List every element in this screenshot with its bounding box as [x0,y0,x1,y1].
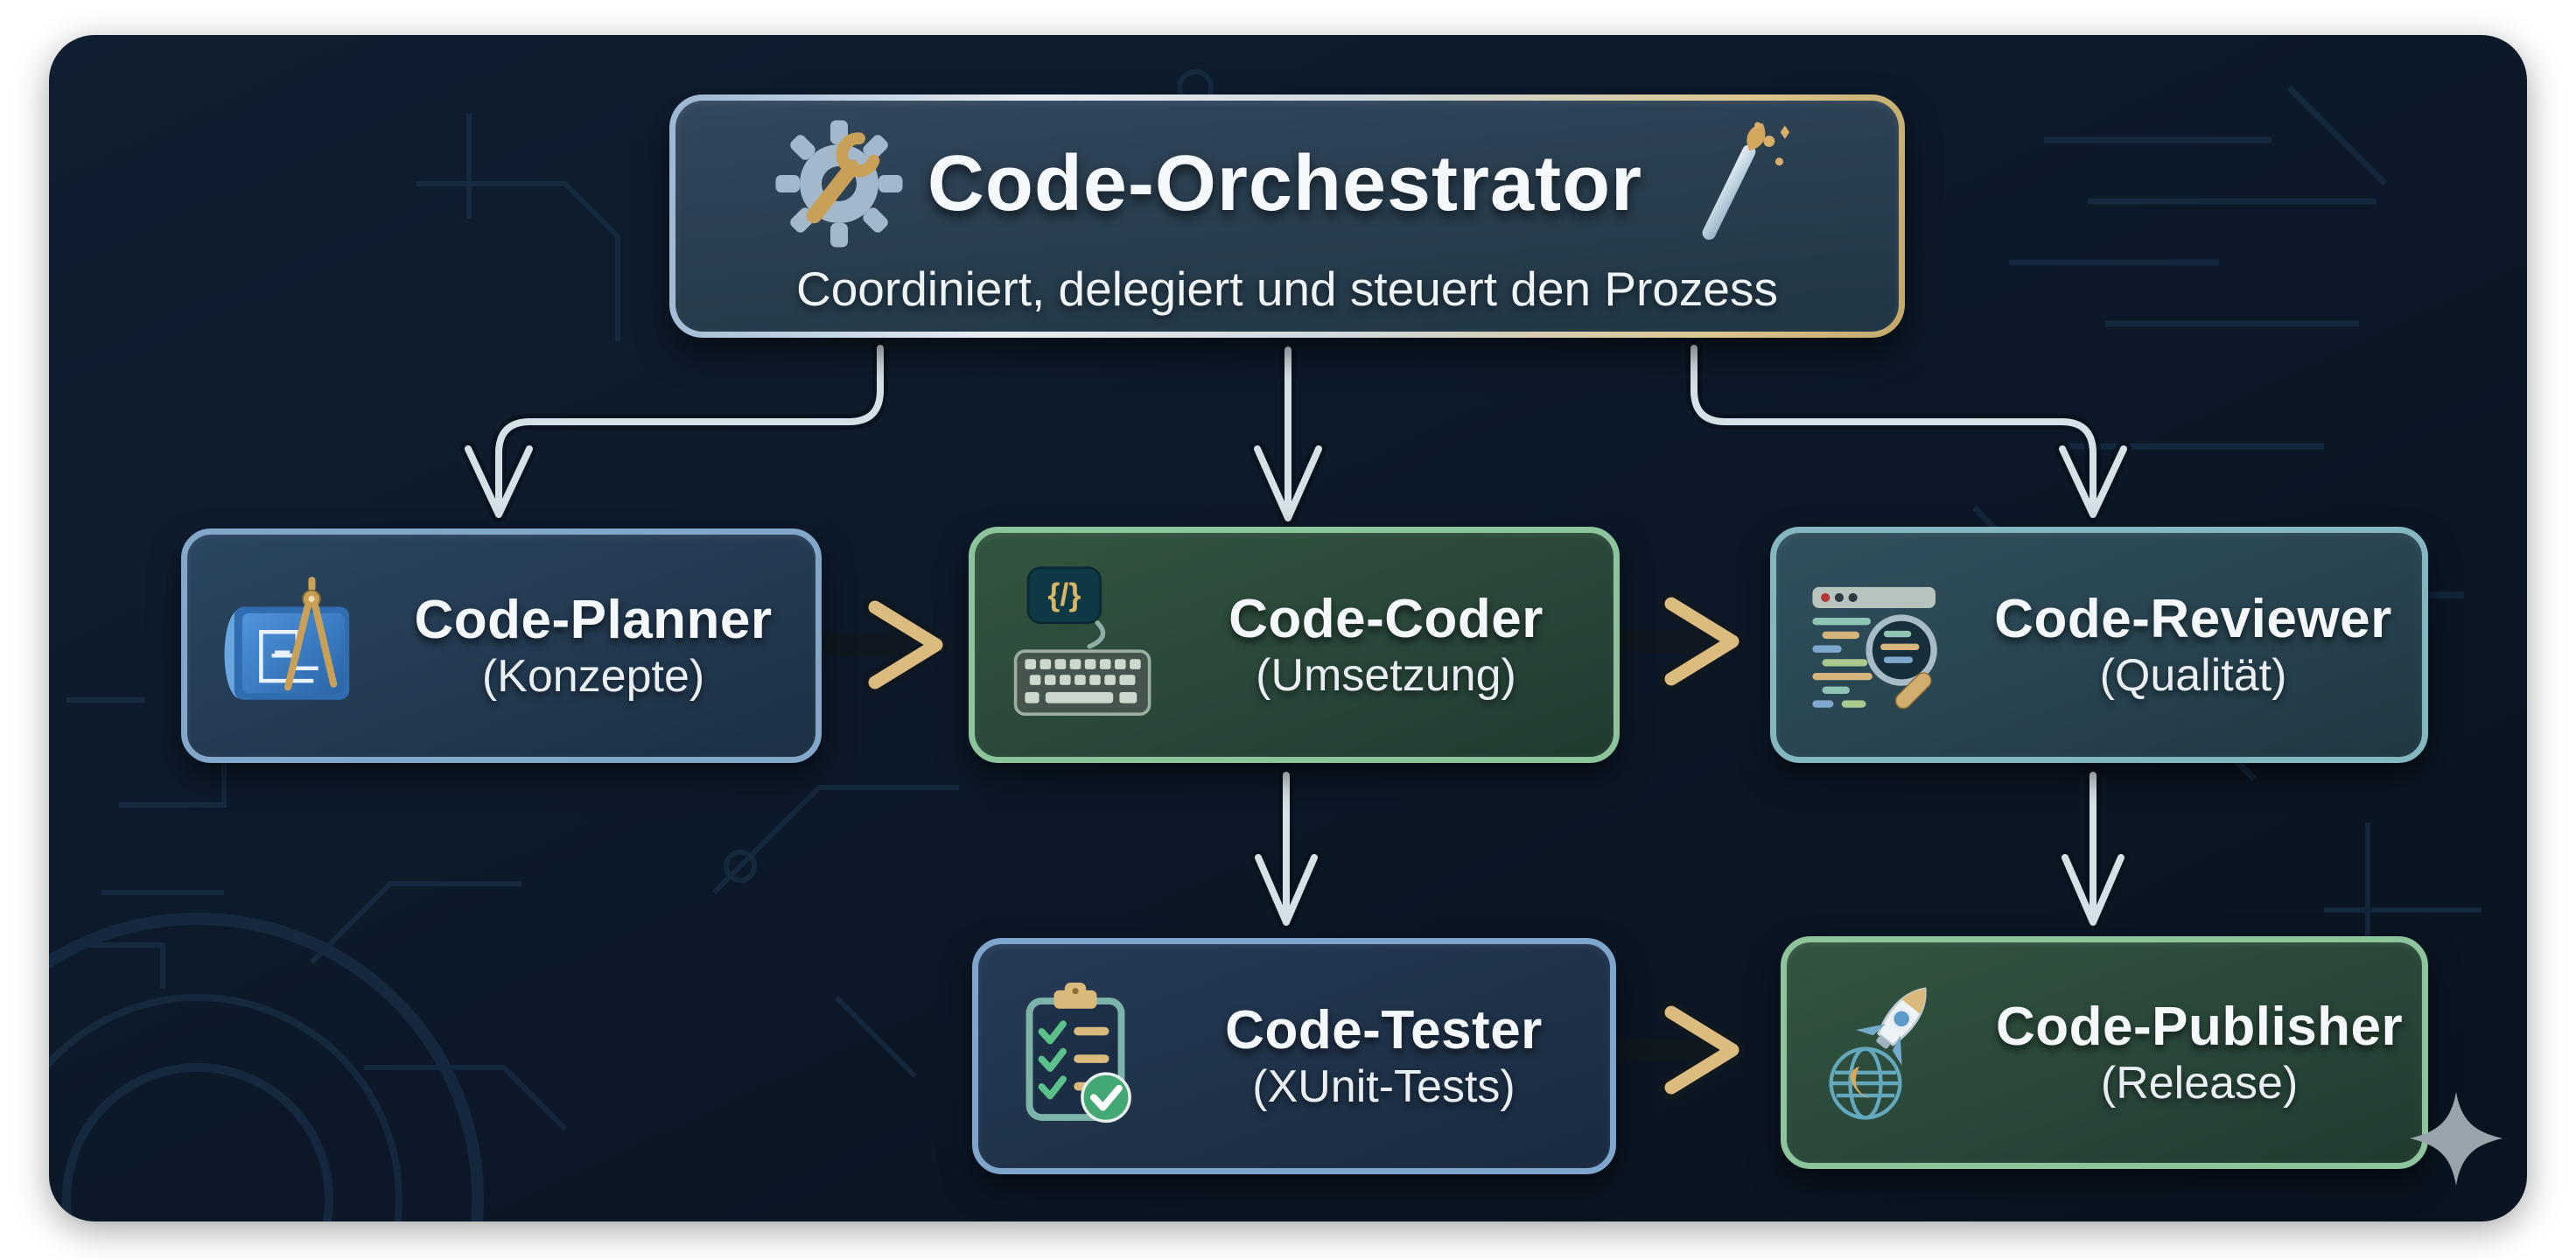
reviewer-subtitle: (Qualität) [2099,649,2287,701]
tester-title: Code-Tester [1225,1000,1543,1061]
publisher-subtitle: (Release) [2100,1057,2299,1109]
coder-title: Code-Coder [1228,589,1544,650]
tester-subtitle: (XUnit-Tests) [1252,1060,1516,1112]
node-code-orchestrator: Code-Orchestrator [669,94,1905,338]
node-code-reviewer: Code-Reviewer (Qualität) [1770,527,2428,763]
publisher-title: Code-Publisher [1996,997,2404,1058]
gear-wrench-icon [775,120,903,248]
node-code-publisher: Code-Publisher (Release) [1781,936,2428,1169]
magic-wand-icon [1702,121,1790,240]
coder-subtitle: (Umsetzung) [1256,649,1516,701]
sparkle-icon [2410,1092,2502,1186]
orchestrator-subtitle: Coordiniert, delegiert und steuert den P… [795,261,1779,316]
code-keyboard-icon: {/} [1013,566,1152,716]
code-magnifier-icon [1812,586,1937,709]
code-bubble-glyph: {/} [1047,577,1081,612]
blueprint-compass-icon [224,576,350,700]
planner-subtitle: (Konzepte) [481,650,705,702]
orchestrator-title: Code-Orchestrator [927,139,1643,228]
rocket-globe-icon [1829,987,1927,1120]
planner-title: Code-Planner [414,590,773,651]
orchestrator-body: Code-Orchestrator [676,101,1899,332]
clipboard-checklist-icon [1026,983,1131,1124]
node-code-planner: Code-Planner (Konzepte) [181,528,822,763]
node-code-tester: Code-Tester (XUnit-Tests) [972,938,1616,1174]
orchestrator-title-row: Code-Orchestrator [774,116,1801,252]
node-code-coder: {/} Code-Coder [969,527,1620,763]
reviewer-title: Code-Reviewer [1994,589,2392,650]
